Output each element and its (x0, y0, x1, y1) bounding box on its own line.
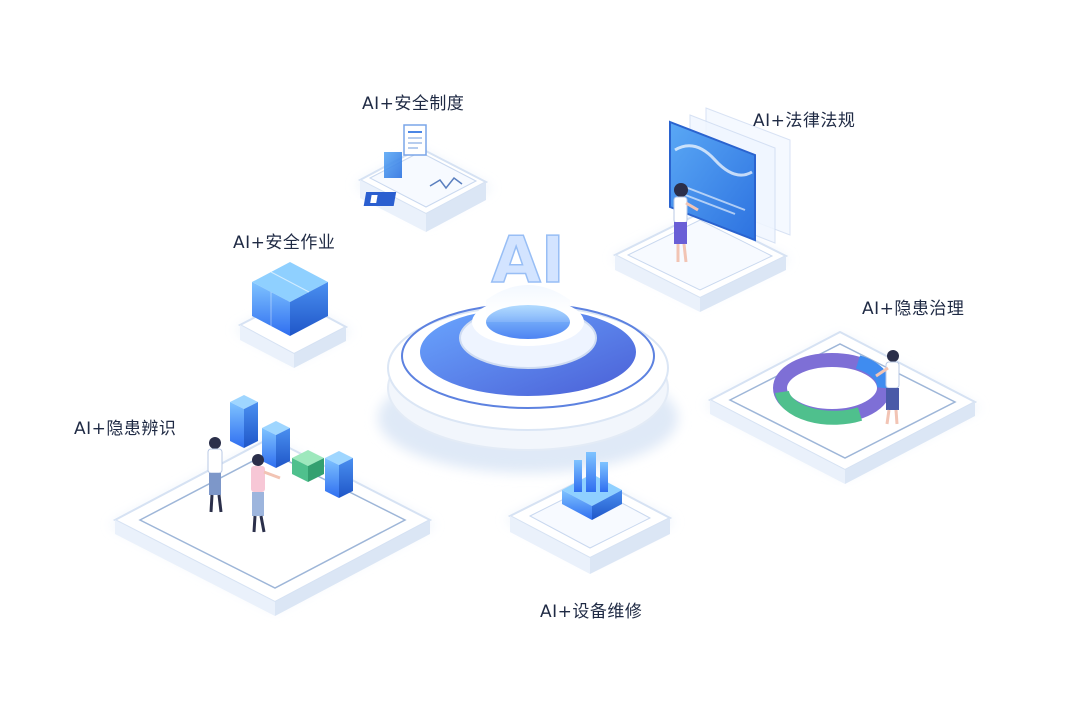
center-ai-text: AI (491, 224, 564, 298)
label-ai-hazard-governance: AI+隐患治理 (862, 299, 965, 319)
label-ai-equipment-repair: AI+设备维修 (540, 602, 643, 622)
label-ai-safety-rules: AI+安全制度 (362, 94, 465, 114)
center-hub: AI (378, 223, 678, 473)
platform-rules (355, 124, 492, 232)
platform-law (612, 107, 791, 312)
platform-repair (505, 452, 675, 574)
label-ai-laws-regulations: AI+法律法规 (753, 111, 856, 131)
platform-ident (110, 395, 435, 616)
label-ai-safe-operations: AI+安全作业 (233, 233, 336, 253)
platform-work (235, 262, 352, 368)
platform-hazard (705, 330, 980, 484)
label-ai-hazard-identification: AI+隐患辨识 (74, 419, 177, 439)
